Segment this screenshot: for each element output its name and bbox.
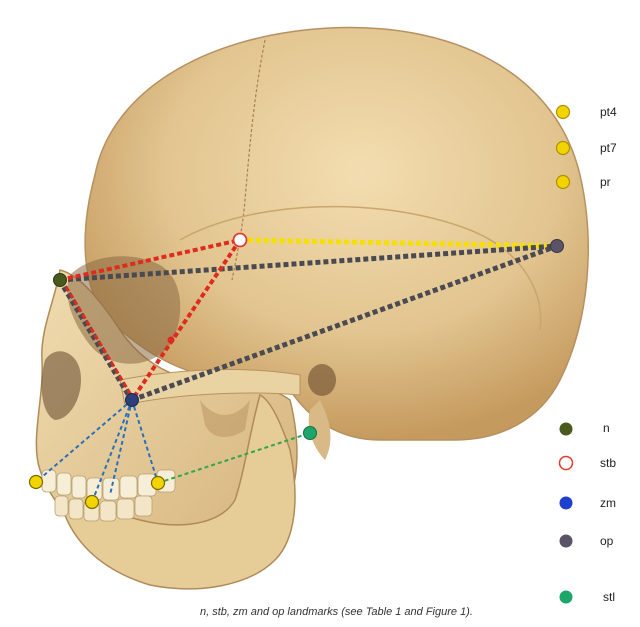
external-acoustic-meatus <box>308 364 336 396</box>
landmark-pt7 <box>152 477 165 490</box>
legend-marker-zm <box>560 497 573 510</box>
legend-marker-pt7 <box>557 142 570 155</box>
legend-label-pr: pr <box>600 175 611 189</box>
legend-label-zm: zm <box>600 496 616 510</box>
landmark-pr <box>30 476 43 489</box>
landmark-n <box>54 274 67 287</box>
legend-marker-op <box>560 535 573 548</box>
legend-label-n: n <box>603 421 610 435</box>
landmark-pt4 <box>86 496 99 509</box>
legend-label-pt4: pt4 <box>600 105 617 119</box>
legend-label-pt7: pt7 <box>600 141 617 155</box>
legend-marker-stl <box>560 591 573 604</box>
legend-label-op: op <box>600 534 613 548</box>
landmark-stl <box>304 427 317 440</box>
legend-marker-pt4 <box>557 106 570 119</box>
legend-marker-pr <box>557 176 570 189</box>
legend-label-stb: stb <box>600 456 616 470</box>
landmark-red-mid <box>168 337 175 344</box>
legend-marker-n <box>560 423 573 436</box>
landmark-stb <box>234 234 247 247</box>
landmark-zm <box>126 394 139 407</box>
legend-marker-stb <box>560 457 573 470</box>
landmark-op <box>551 240 564 253</box>
skull-illustration <box>36 28 588 589</box>
legend-label-stl: stl <box>603 590 615 604</box>
figure-caption: n, stb, zm and op landmarks (see Table 1… <box>200 606 473 618</box>
